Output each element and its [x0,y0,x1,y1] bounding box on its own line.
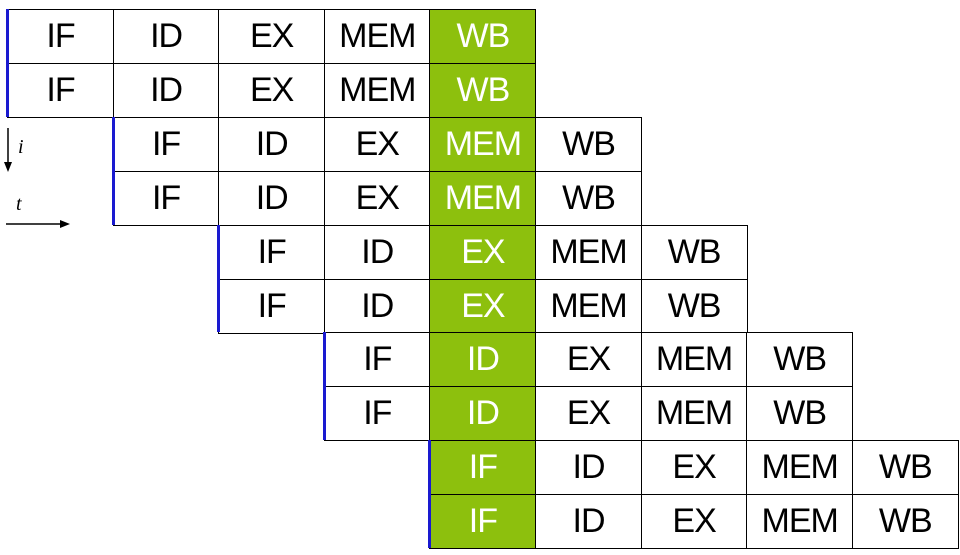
time-axis-label: t [16,193,22,215]
stage-cell-ex: EX [323,116,431,172]
stage-cell-ex: EX [218,9,326,64]
stage-cell-wb: WB [746,332,854,388]
stage-cell-mem: MEM [640,332,748,388]
stage-cell-if: IF [7,9,114,64]
stage-cell-id: ID [323,224,431,280]
stage-cell-ex: EX [640,440,748,496]
issue-marker [217,224,221,333]
stage-cell-ex: EX [218,62,326,118]
stage-cell-wb: WB [429,9,537,64]
stage-cell-id: ID [535,440,642,496]
stage-cell-id: ID [112,62,220,118]
stage-cell-if: IF [112,170,220,226]
time-axis-arrowhead [60,220,70,228]
stage-cell-if: IF [429,494,537,550]
stage-cell-id: ID [429,332,537,388]
stage-cell-wb: WB [429,62,537,118]
stage-cell-id: ID [323,278,431,334]
stage-cell-wb: WB [640,224,748,280]
stage-cell-ex: EX [535,386,642,442]
stage-cell-if: IF [429,440,537,496]
stage-cell-id: ID [112,9,220,64]
stage-cell-wb: WB [535,116,642,172]
stage-cell-wb: WB [746,386,854,442]
stage-cell-id: ID [218,116,326,172]
instruction-axis-label: i [18,136,24,158]
stage-cell-mem: MEM [746,494,854,550]
stage-cell-mem: MEM [640,386,748,442]
stage-cell-id: ID [218,170,326,226]
stage-cell-ex: EX [429,278,537,334]
stage-cell-mem: MEM [429,116,537,172]
stage-cell-if: IF [218,278,326,334]
stage-cell-mem: MEM [535,278,642,334]
instruction-axis-arrowhead [4,162,12,172]
stage-cell-wb: WB [640,278,748,334]
stage-cell-if: IF [218,224,326,280]
stage-cell-mem: MEM [323,9,431,64]
stage-cell-id: ID [429,386,537,442]
issue-marker [322,332,326,441]
issue-marker [111,116,115,225]
stage-cell-ex: EX [323,170,431,226]
stage-cell-if: IF [323,332,431,388]
stage-cell-wb: WB [851,440,959,496]
stage-cell-wb: WB [535,170,642,226]
issue-marker [6,9,9,117]
stage-cell-if: IF [323,386,431,442]
stage-cell-mem: MEM [323,62,431,118]
stage-cell-if: IF [112,116,220,172]
stage-cell-ex: EX [429,224,537,280]
stage-cell-mem: MEM [429,170,537,226]
stage-cell-if: IF [7,62,114,118]
stage-cell-ex: EX [640,494,748,550]
stage-cell-mem: MEM [535,224,642,280]
stage-cell-ex: EX [535,332,642,388]
issue-marker [428,440,432,548]
stage-cell-mem: MEM [746,440,854,496]
stage-cell-wb: WB [851,494,959,550]
stage-cell-id: ID [535,494,642,550]
